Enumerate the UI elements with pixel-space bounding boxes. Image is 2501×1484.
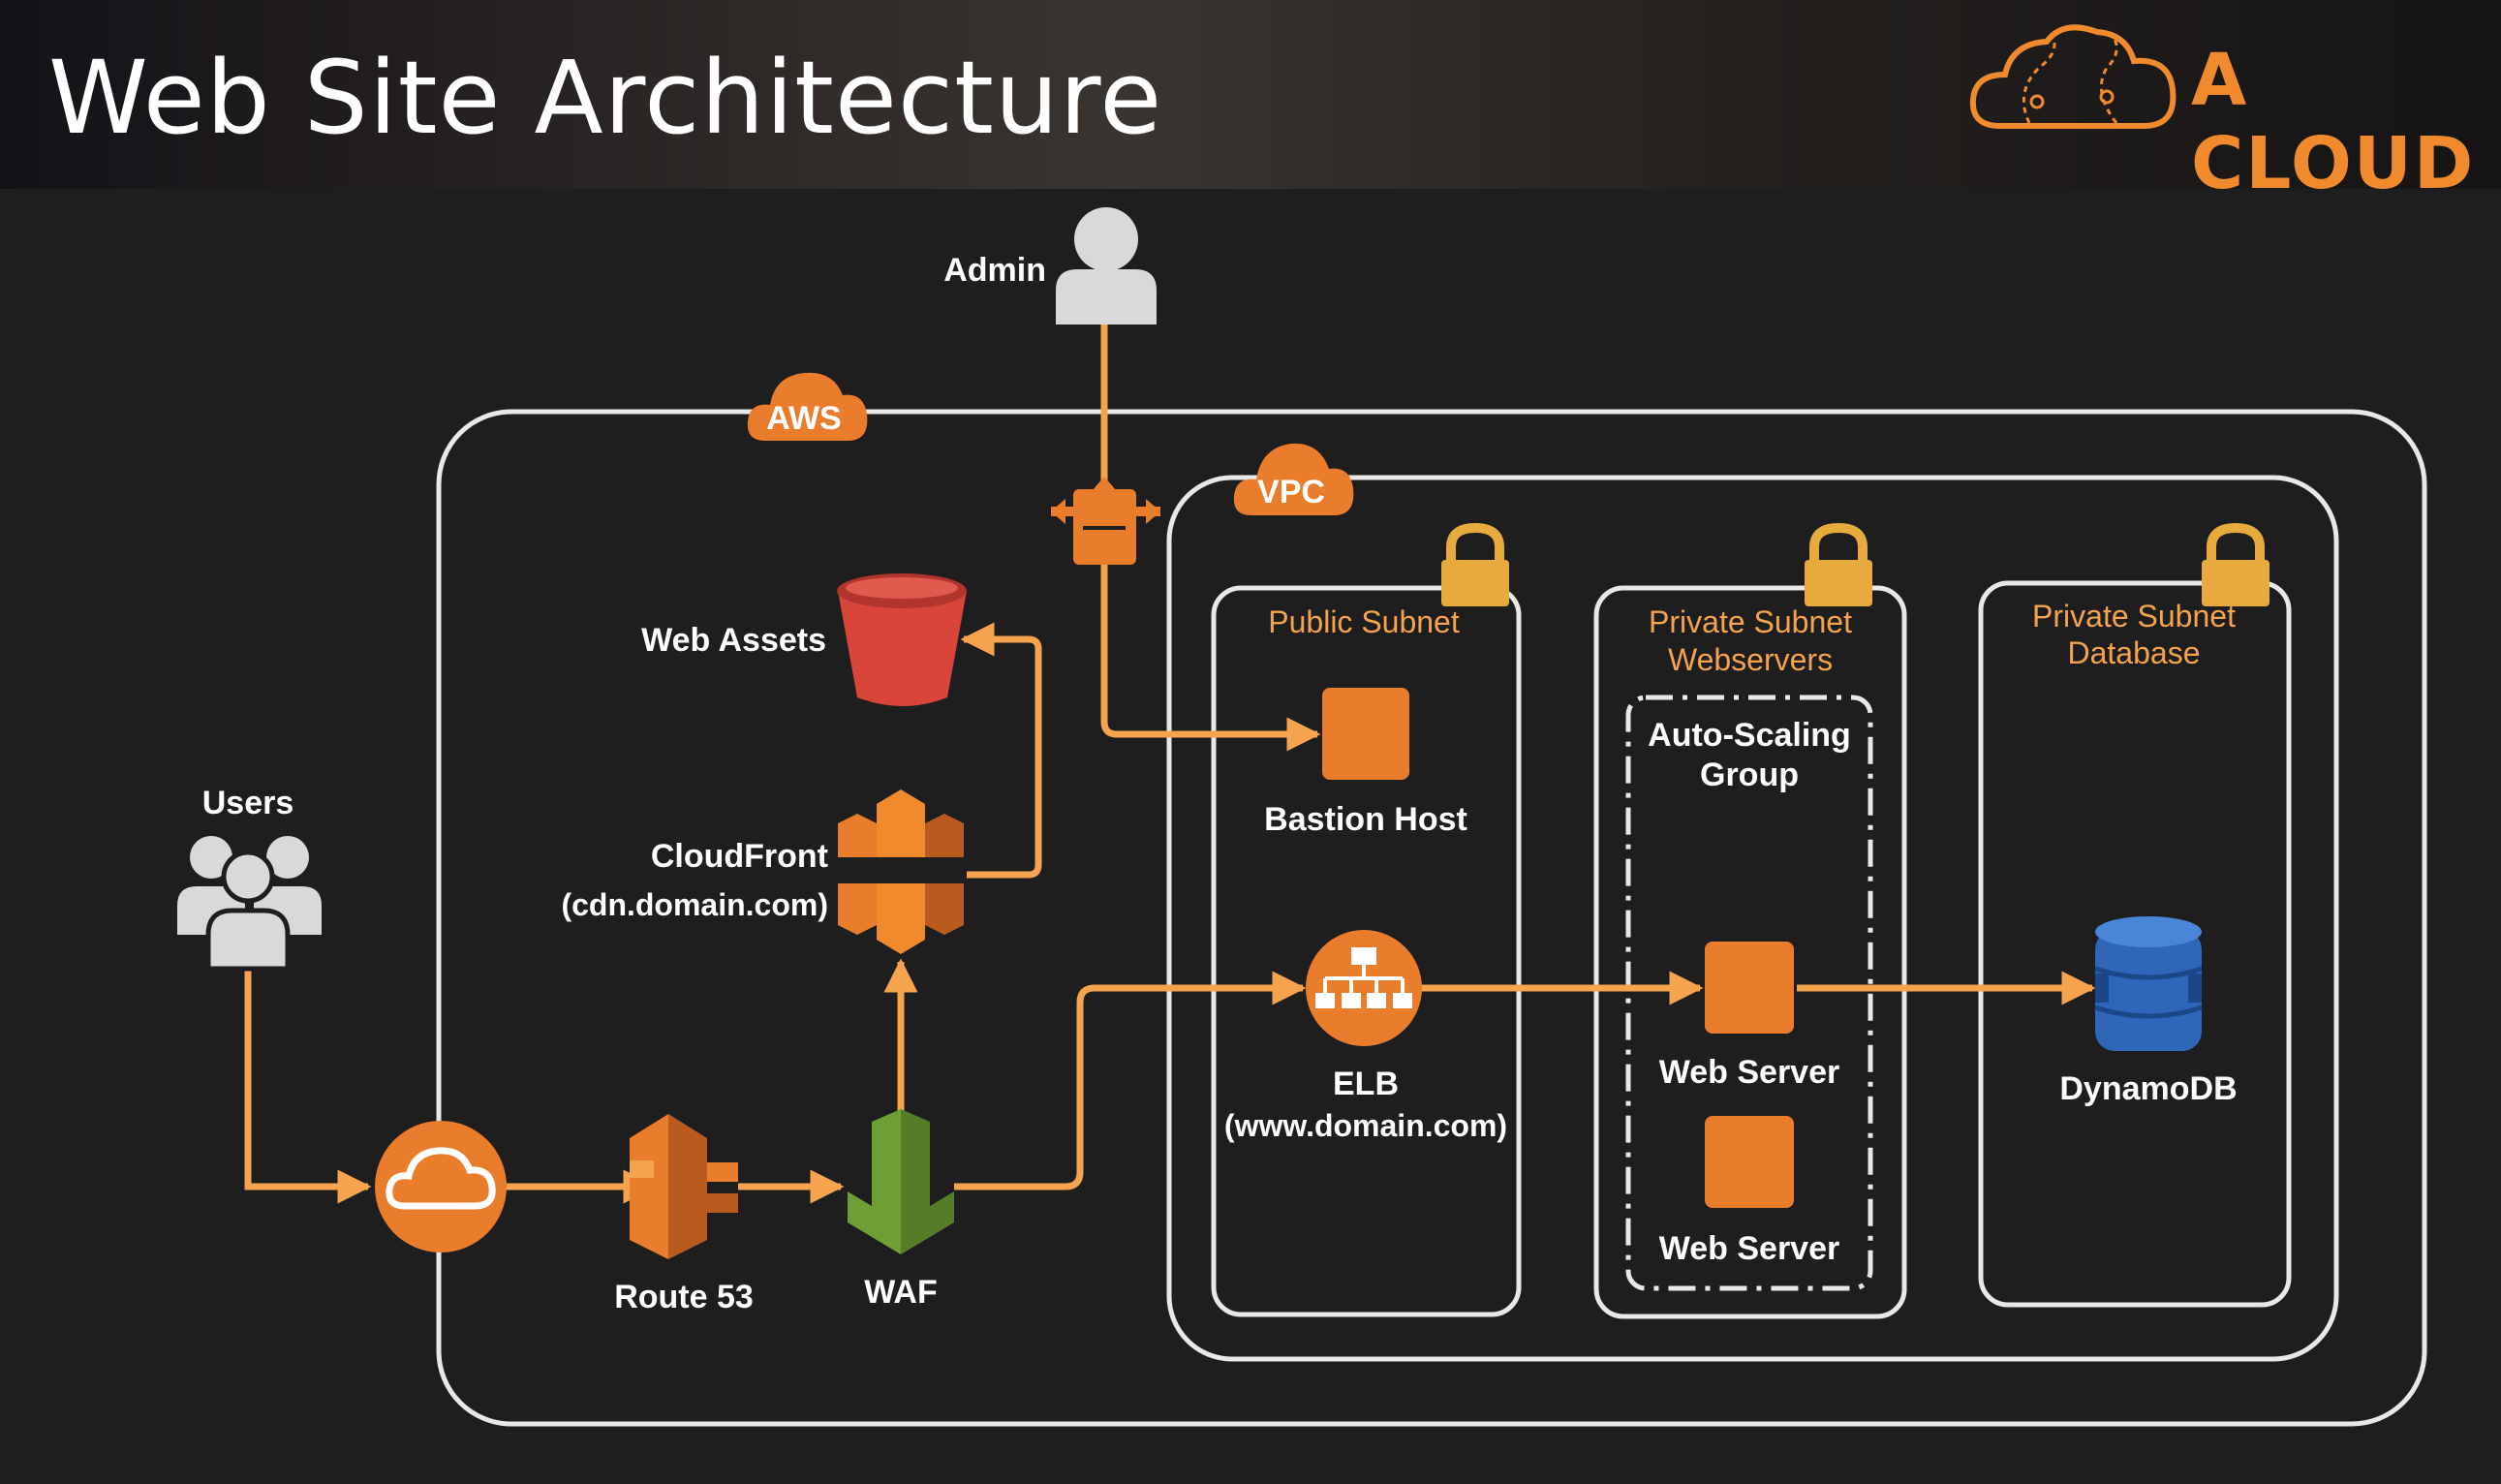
connector-cloudfront-to-webassets	[960, 622, 1042, 879]
route53-icon	[630, 1114, 738, 1259]
auto-scaling-group-box	[1625, 695, 1873, 1291]
private-subnet-database-label-line1: Private Subnet	[2032, 599, 2236, 634]
aws-cloud-badge: AWS	[747, 372, 868, 441]
dynamodb-label: DynamoDB	[2059, 1070, 2237, 1107]
aws-cloud-boundary	[436, 409, 2427, 1427]
s3-bucket-icon	[837, 573, 967, 706]
brand-name: A CLOUD	[2191, 39, 2476, 205]
private-subnet-database-label-line2: Database	[2068, 635, 2201, 670]
private-subnet-webservers-label-line1: Private Subnet	[1649, 604, 1852, 639]
public-subnet-box	[1211, 585, 1522, 1317]
lock-icon	[1441, 522, 1509, 606]
page-title: Web Site Architecture	[48, 39, 1163, 157]
users-group-icon	[177, 836, 322, 972]
cloudfront-icon	[838, 789, 964, 954]
vpc-badge-label: VPC	[1257, 474, 1325, 510]
cloudfront-domain-label: (cdn.domain.com)	[561, 887, 828, 922]
private-subnet-webservers-box	[1593, 585, 1907, 1319]
public-subnet-label: Public Subnet	[1268, 604, 1460, 639]
web-server-instance-icon	[1705, 1116, 1794, 1208]
asg-label-line2: Group	[1700, 757, 1799, 793]
connector-waf-to-elb	[954, 971, 1307, 1190]
elb-label: ELB	[1333, 1066, 1399, 1102]
waf-icon	[848, 1109, 954, 1254]
header-bar: Web Site Architecture A CLOUD	[0, 0, 2501, 205]
web-server-instance-icon	[1705, 942, 1794, 1034]
vpc-boundary	[1166, 475, 2339, 1362]
admin-label: Admin	[943, 252, 1046, 289]
bastion-host-label: Bastion Host	[1264, 801, 1467, 838]
waf-label: WAF	[864, 1274, 938, 1311]
users-label: Users	[202, 785, 294, 821]
admin-user-icon	[1056, 207, 1157, 325]
web-server-1-label: Web Server	[1659, 1054, 1839, 1091]
web-server-2-label: Web Server	[1659, 1230, 1839, 1267]
bastion-host-instance-icon	[1322, 688, 1409, 780]
cloudfront-label: CloudFront	[651, 838, 828, 875]
internet-gateway-icon	[375, 1121, 507, 1252]
lock-icon	[2202, 522, 2269, 606]
connector-admin-to-bastion	[1100, 325, 1321, 752]
route53-label: Route 53	[614, 1279, 754, 1315]
aws-badge-label: AWS	[766, 400, 841, 437]
private-subnet-database-box	[1978, 580, 2292, 1308]
admin-gateway-icon	[1051, 477, 1160, 565]
dynamodb-icon	[2094, 916, 2203, 1051]
asg-label-line1: Auto-Scaling	[1648, 717, 1851, 754]
cloud-logo-icon	[1969, 24, 2177, 129]
elb-icon	[1306, 930, 1422, 1046]
connector-users-to-internet	[244, 969, 372, 1204]
web-assets-label: Web Assets	[641, 622, 826, 659]
private-subnet-webservers-label-line2: Webservers	[1668, 642, 1833, 677]
elb-domain-label: (www.domain.com)	[1224, 1108, 1507, 1143]
lock-icon	[1805, 522, 1872, 606]
vpc-cloud-badge: VPC	[1233, 443, 1354, 515]
